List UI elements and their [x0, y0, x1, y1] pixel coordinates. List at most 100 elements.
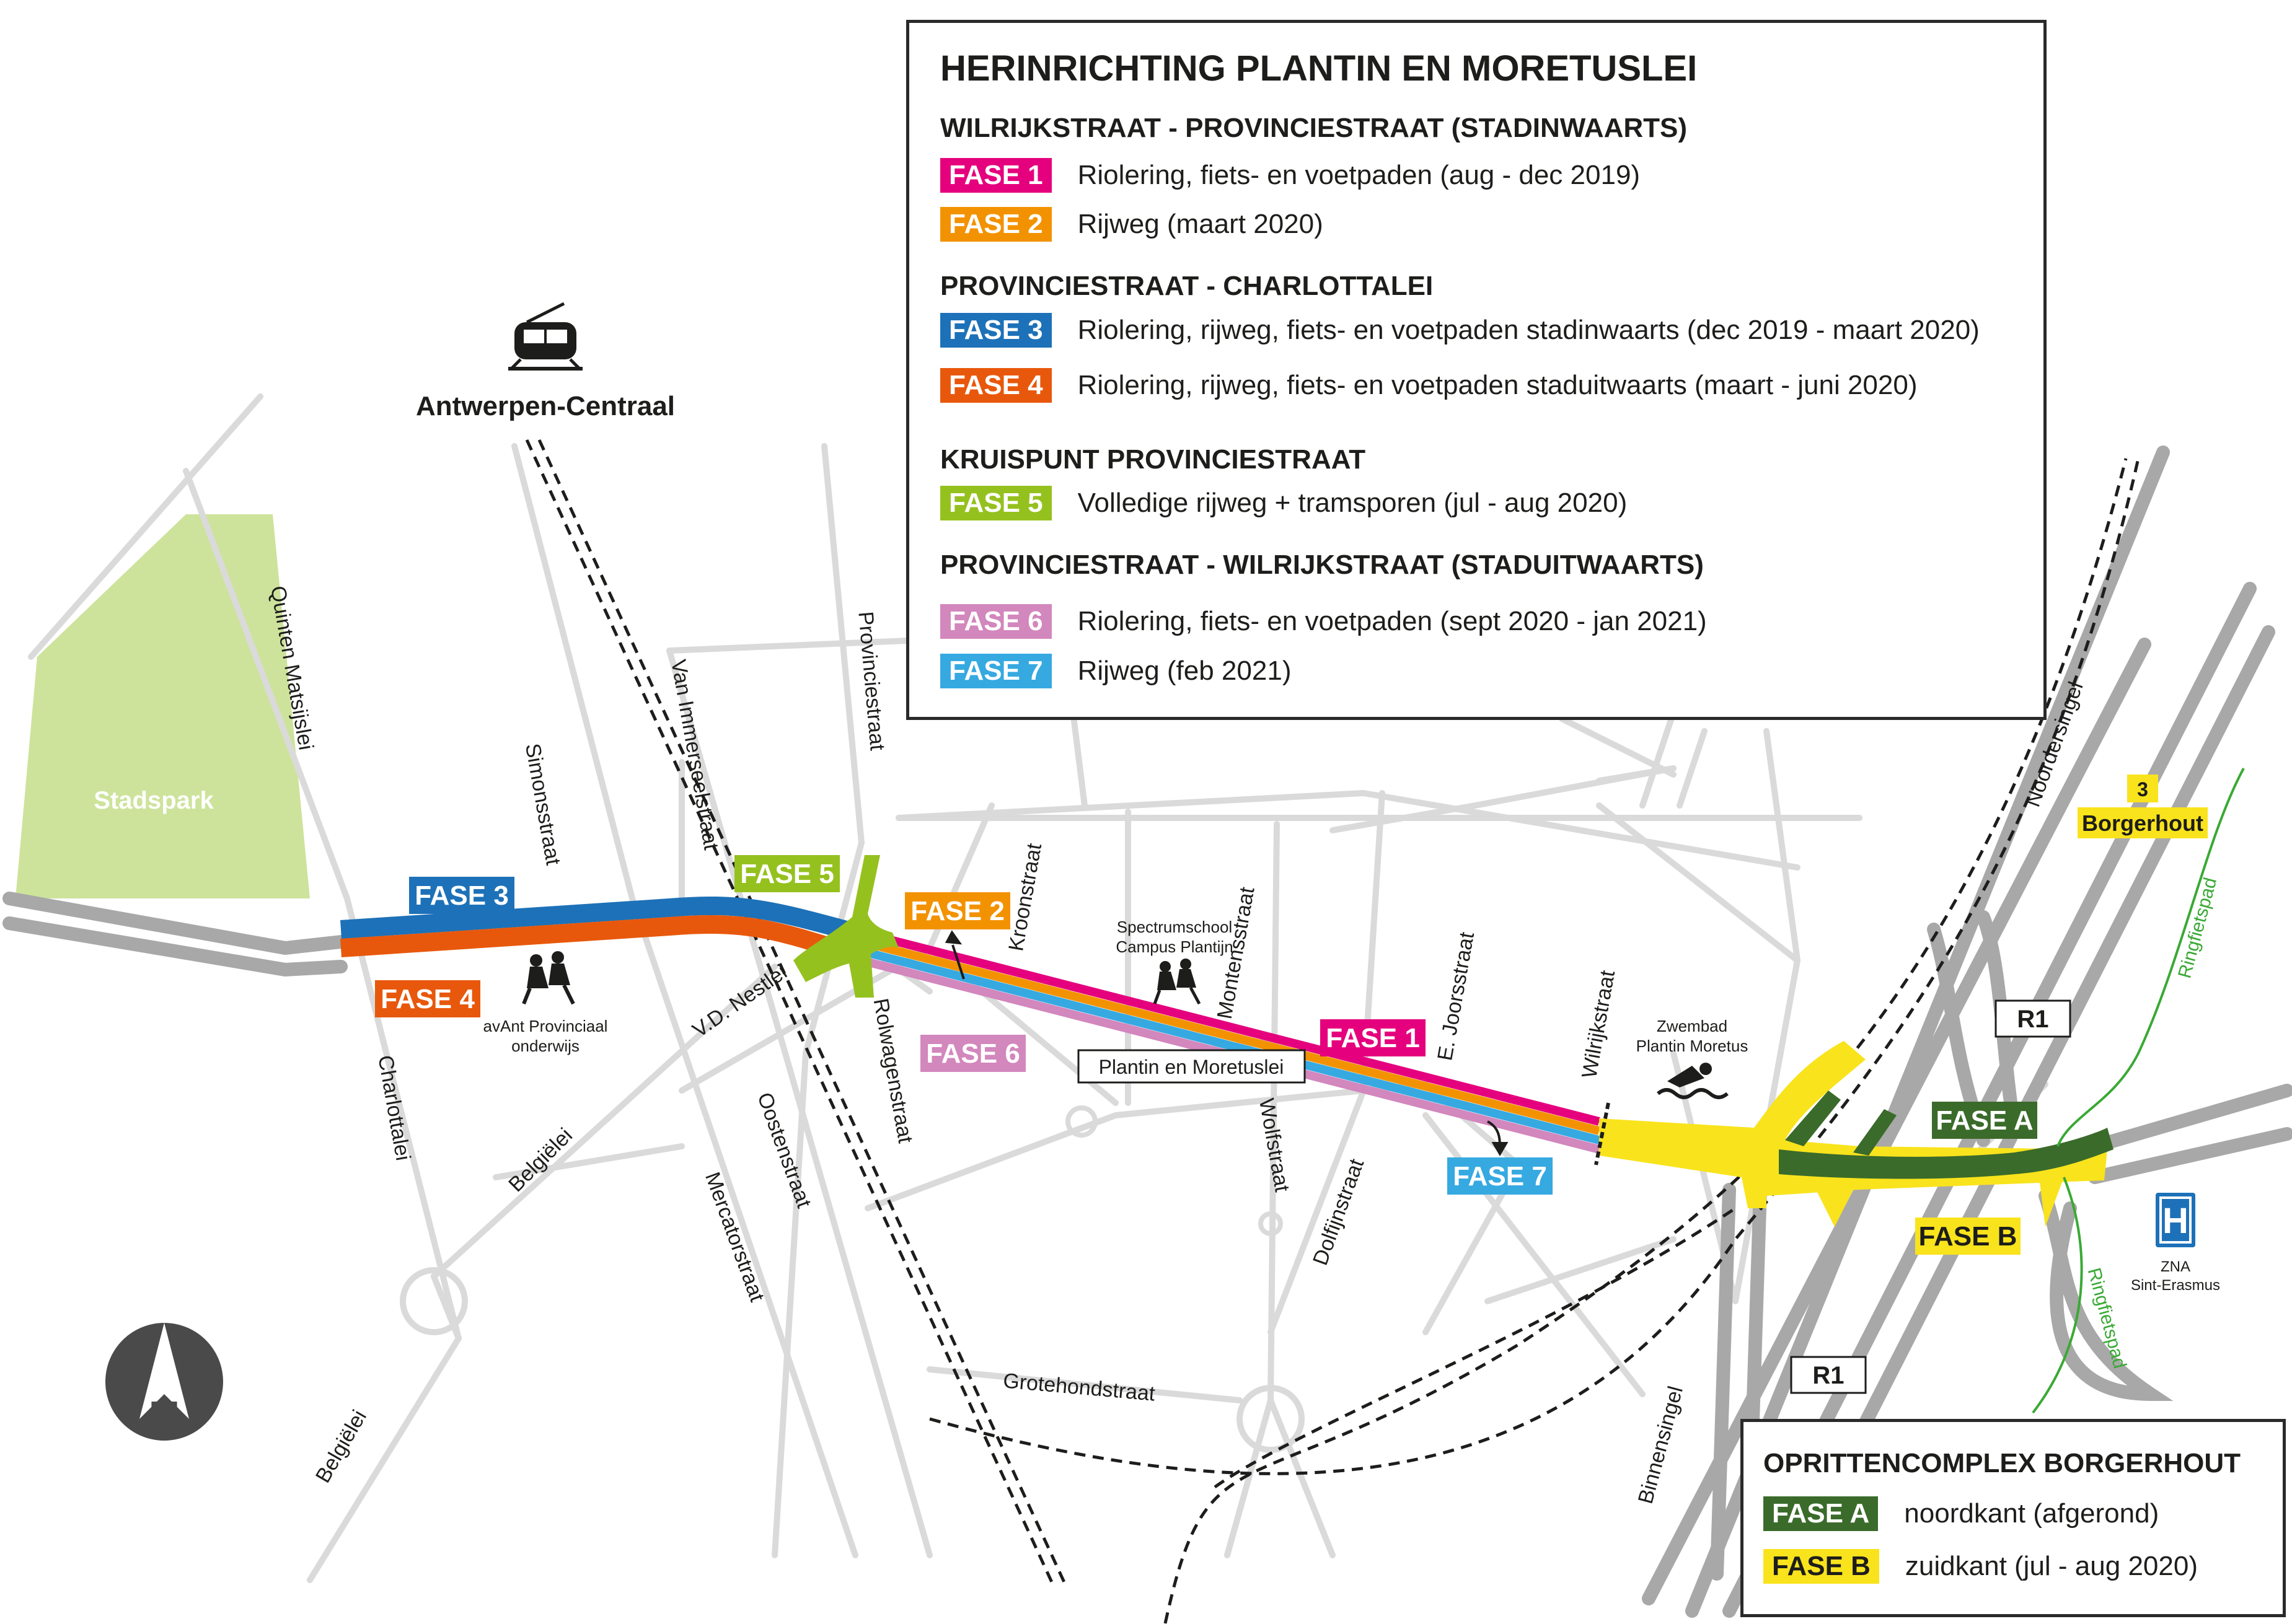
legend-row-fase-5: FASE 5 Volledige rijweg + tramsporen (ju…: [940, 485, 1627, 522]
street-binnensingel: Binnensingel: [1634, 1384, 1688, 1506]
school2-line2: Campus Plantijn: [1116, 937, 1233, 956]
desc-fase-1: Riolering, fiets- en voetpaden (aug - de…: [1077, 160, 1641, 190]
badge-fase-2: FASE 2: [940, 207, 1052, 242]
legend-row-fase-3: FASE 3 Riolering, rijweg, fiets- en voet…: [940, 312, 1980, 349]
desc-fase-5: Volledige rijweg + tramsporen (jul - aug…: [1077, 488, 1628, 518]
badge-fase-7: FASE 7: [940, 654, 1052, 688]
desc-fase-7: Rijweg (feb 2021): [1077, 656, 1292, 686]
legend-borgerhout-title: OPRITTENCOMPLEX BORGERHOUT: [1763, 1448, 2241, 1478]
main-street-label: Plantin en Moretuslei: [1099, 1056, 1284, 1078]
swimming-icon: [1657, 1063, 1729, 1099]
desc-fase-4: Riolering, rijweg, fiets- en voetpaden s…: [1077, 370, 1918, 400]
r1-north: R1: [2017, 1006, 2048, 1033]
section-3-heading: KRUISPUNT PROVINCIESTRAAT: [940, 444, 1366, 475]
stadspark-area: [15, 514, 310, 898]
street-belgielei2: Belgiëlei: [311, 1406, 371, 1486]
section-4-heading: PROVINCIESTRAAT - WILRIJKSTRAAT (STADUIT…: [940, 550, 1704, 580]
phase-5-intersection: [793, 855, 899, 998]
tag-fa-bg: [1932, 1102, 2037, 1139]
roundabout-small-1: [1065, 1105, 1098, 1138]
desc-fase-6: Riolering, fiets- en voetpaden (sept 202…: [1077, 606, 1707, 636]
badge-fase-b: FASE B: [1763, 1549, 1879, 1584]
legend-main-title: HERINRICHTING PLANTIN EN MORETUSLEI: [940, 48, 1698, 89]
tag-f1: FASE 1: [1326, 1023, 1420, 1053]
phase-1-line: [860, 928, 1600, 1126]
cycle-label-2: Ringfietspad: [2084, 1266, 2130, 1371]
pool-line1: Zwembad: [1657, 1017, 1727, 1035]
pool-line2: Plantin Moretus: [1636, 1037, 1748, 1055]
street-oostens: Oostenstraat: [752, 1089, 816, 1211]
r1-south: R1: [1812, 1362, 1844, 1389]
hospital-line1: ZNA: [2161, 1258, 2190, 1275]
phase-a-ramp-1: [1785, 1091, 1841, 1146]
phase-7-line: [860, 947, 1600, 1144]
street-joors: E. Joorsstraat: [1433, 930, 1479, 1063]
train-icon: [508, 302, 583, 371]
street-kroon: Kroonstraat: [1004, 841, 1046, 953]
legend-row-fase-a: FASE A noordkant (afgerond): [1763, 1495, 2159, 1532]
school1-line2: onderwijs: [511, 1037, 580, 1055]
roundabout-belgielei: [400, 1267, 468, 1335]
desc-fase-2: Rijweg (maart 2020): [1077, 209, 1323, 239]
desc-fase-3: Riolering, rijweg, fiets- en voetpaden s…: [1077, 315, 1980, 345]
phase-a-area: [1779, 1128, 2113, 1179]
hospital-icon-inner: [2159, 1196, 2192, 1244]
badge-fase-1: FASE 1: [940, 158, 1052, 193]
legend-borgerhout: OPRITTENCOMPLEX BORGERHOUT FASE A noordk…: [1740, 1419, 2286, 1617]
badge-fase-a: FASE A: [1763, 1496, 1879, 1531]
r1-north-bg: [1994, 999, 2071, 1038]
school-crossing-icon-1: [522, 951, 575, 1005]
legend-row-fase-b: FASE B zuidkant (jul - aug 2020): [1763, 1548, 2198, 1585]
badge-fase-6: FASE 6: [940, 604, 1052, 639]
tag-f7: FASE 7: [1453, 1161, 1547, 1192]
tag-f1-bg: [1320, 1019, 1426, 1056]
tag-f6-bg: [920, 1035, 1026, 1072]
tag-f3: FASE 3: [415, 880, 509, 911]
badge-fase-5: FASE 5: [940, 486, 1052, 520]
cycle-label-1: Ringfietspad: [2174, 876, 2221, 981]
street-simons: Simonsstraat: [521, 742, 565, 867]
tag-f4: FASE 4: [381, 984, 475, 1014]
school2-line1: Spectrumschool: [1117, 918, 1232, 936]
tag-f3-bg: [409, 877, 514, 914]
exit-name-bg: [2078, 807, 2208, 838]
roundabout-small-2: [1258, 1211, 1283, 1236]
cycle-paths: [2032, 768, 2245, 1414]
street-rolwagen: Rolwagenstraat: [869, 996, 918, 1145]
tag-fa: FASE A: [1936, 1105, 2033, 1136]
tag-f7-bg: [1447, 1157, 1553, 1195]
legend-row-fase-6: FASE 6 Riolering, fiets- en voetpaden (s…: [940, 603, 1707, 640]
exit-number: 3: [2137, 778, 2148, 801]
section-1-heading: WILRIJKSTRAAT - PROVINCIESTRAAT (STADINW…: [940, 113, 1688, 143]
phase-lines: [340, 896, 1600, 1154]
roundabout-grotehond: [1236, 1385, 1305, 1453]
tag-f2-bg: [905, 892, 1010, 929]
phase-arrows: [945, 930, 1509, 1156]
hospital-line2: Sint-Erasmus: [2131, 1277, 2220, 1294]
street-charlotta: Charlottalei: [373, 1053, 415, 1162]
main-street-label-bg: [1077, 1049, 1306, 1084]
school1-line1: avAnt Provinciaal: [483, 1017, 608, 1035]
street-grotehond: Grotehondstraat: [1002, 1369, 1157, 1405]
railway: [525, 439, 2140, 1624]
tag-f2: FASE 2: [910, 896, 1005, 926]
legend-row-fase-4: FASE 4 Riolering, rijweg, fiets- en voet…: [940, 367, 1918, 404]
desc-fase-a: noordkant (afgerond): [1904, 1498, 2159, 1529]
tag-f6: FASE 6: [926, 1038, 1020, 1069]
street-provincie: Provinciestraat: [853, 610, 889, 752]
legend-row-fase-2: FASE 2 Rijweg (maart 2020): [940, 206, 1323, 243]
street-mercator: Mercatorstraat: [700, 1169, 769, 1305]
tag-f5: FASE 5: [740, 859, 834, 889]
street-wolf: Wolfstraat: [1254, 1097, 1294, 1194]
badge-fase-3: FASE 3: [940, 313, 1052, 348]
hospital-icon: [2156, 1193, 2195, 1247]
north-arrow-icon: [139, 1323, 189, 1419]
station-label: Antwerpen-Centraal: [416, 391, 675, 421]
badge-fase-4: FASE 4: [940, 368, 1052, 403]
phase-b-ramp-1: [1816, 1190, 1853, 1227]
hospital-h: H: [2162, 1201, 2188, 1241]
phase-3-line: [340, 896, 858, 942]
phase-b-ramp-2: [2039, 1177, 2064, 1227]
exit-number-bg: [2127, 775, 2158, 802]
tag-fb-bg: [1915, 1218, 2021, 1255]
